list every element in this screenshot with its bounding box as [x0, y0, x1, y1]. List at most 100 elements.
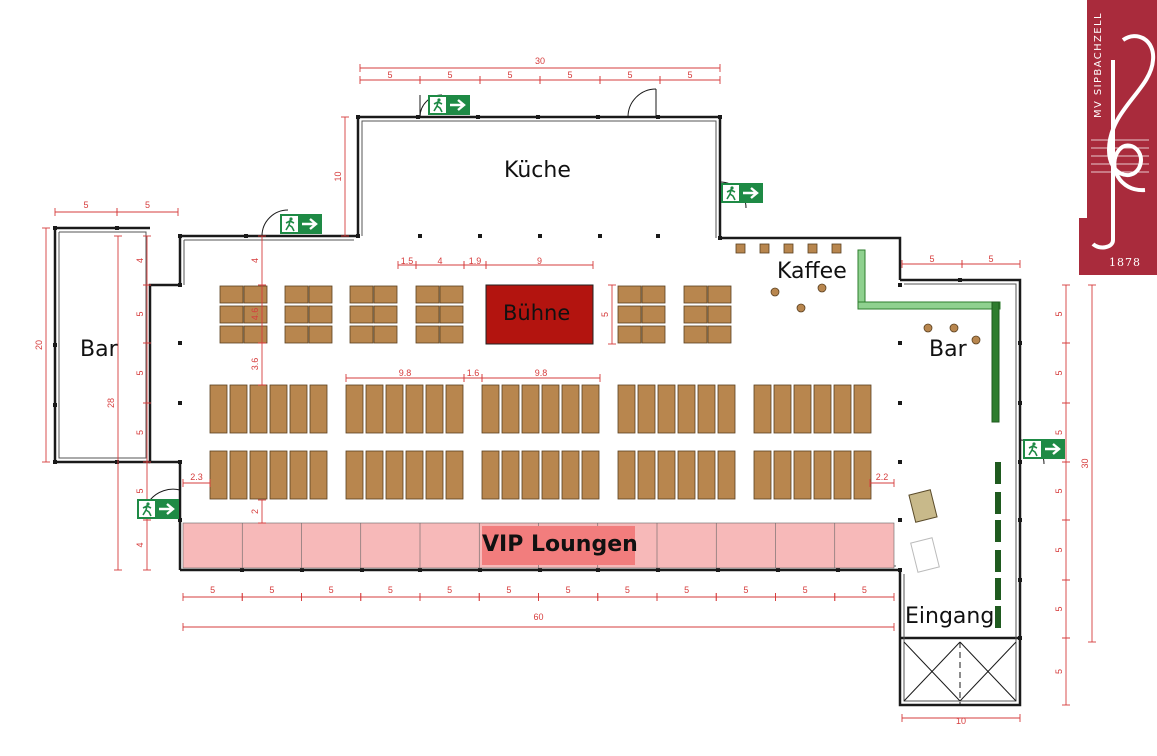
post [1018, 401, 1022, 405]
dimension-label: 5 [600, 312, 610, 317]
table [773, 384, 792, 434]
dimension-label: 4.6 [250, 308, 260, 321]
table [243, 325, 268, 344]
table [308, 305, 333, 324]
table [425, 450, 444, 500]
table [707, 285, 732, 304]
post [898, 401, 902, 405]
table [833, 384, 852, 434]
table [284, 285, 309, 304]
table [773, 450, 792, 500]
vip-lounges [182, 522, 895, 569]
post [178, 401, 182, 405]
table [501, 450, 520, 500]
post [898, 341, 902, 345]
dimension-label: 5 [687, 70, 692, 80]
post [53, 226, 57, 230]
barrier [995, 492, 1001, 514]
dimension-label: 5 [743, 585, 748, 595]
table [289, 384, 308, 434]
post [656, 568, 660, 572]
dimension-label: 5 [566, 585, 571, 595]
post [418, 234, 422, 238]
table [561, 450, 580, 500]
dimension-label: 4 [135, 542, 145, 547]
post [958, 278, 962, 282]
dimension-label: 5 [329, 585, 334, 595]
table [249, 450, 268, 500]
post [596, 115, 600, 119]
exit-sign-kitchen [428, 95, 470, 115]
barrier [995, 462, 1001, 484]
table [637, 384, 656, 434]
table [641, 305, 666, 324]
table [249, 384, 268, 434]
dimension-label: 5 [135, 430, 145, 435]
post [240, 568, 244, 572]
exit-sign-left [137, 499, 179, 519]
table [683, 285, 708, 304]
barrier [995, 606, 1001, 628]
table [617, 285, 642, 304]
dimension-label: 5 [83, 200, 88, 210]
dimension-label: 4 [135, 258, 145, 263]
post [716, 568, 720, 572]
table [365, 384, 384, 434]
dimension-label: 5 [803, 585, 808, 595]
table [243, 285, 268, 304]
dimension-label: 5 [145, 200, 150, 210]
post [1018, 460, 1022, 464]
table [617, 305, 642, 324]
dimension-label: 5 [684, 585, 689, 595]
dimension-label: 5 [447, 70, 452, 80]
kitchen-label: Küche [504, 158, 571, 183]
table [243, 305, 268, 324]
post [416, 115, 420, 119]
table [349, 305, 374, 324]
vip-label: VIP Loungen [482, 532, 638, 557]
dimension-label: 5 [1054, 488, 1064, 493]
post [656, 115, 660, 119]
table [405, 384, 424, 434]
post [536, 115, 540, 119]
table [683, 305, 708, 324]
post [360, 568, 364, 572]
table [793, 450, 812, 500]
table [439, 325, 464, 344]
dimension-label: 5 [135, 370, 145, 375]
dimension-label: 5 [1054, 430, 1064, 435]
post [178, 234, 182, 238]
dimension-label: 5 [862, 585, 867, 595]
posts [53, 115, 1022, 640]
post [1018, 636, 1022, 640]
dimension-label: 5 [269, 585, 274, 595]
logo-white-strip [1079, 0, 1087, 218]
post [478, 234, 482, 238]
table [289, 450, 308, 500]
table [415, 285, 440, 304]
post [718, 115, 722, 119]
exit-sign-right [1023, 439, 1065, 459]
post [178, 460, 182, 464]
table [677, 384, 696, 434]
logo-name: MV SIPBACHZELL [1093, 12, 1104, 118]
dimension-label: 4 [437, 256, 442, 266]
table [439, 285, 464, 304]
table [707, 325, 732, 344]
post [836, 568, 840, 572]
exit-running-man-icon [139, 501, 175, 517]
barrier [995, 578, 1001, 600]
table [229, 384, 248, 434]
club-logo: MV SIPBACHZELL 1878 [1079, 0, 1157, 275]
exit-sign-hall [280, 214, 322, 234]
table [677, 450, 696, 500]
table [269, 450, 288, 500]
post [418, 568, 422, 572]
table [813, 450, 832, 500]
post [538, 234, 542, 238]
entrance-label: Eingang [905, 604, 995, 629]
dimension-label: 10 [956, 716, 966, 726]
table [813, 384, 832, 434]
post [1018, 341, 1022, 345]
table [637, 450, 656, 500]
